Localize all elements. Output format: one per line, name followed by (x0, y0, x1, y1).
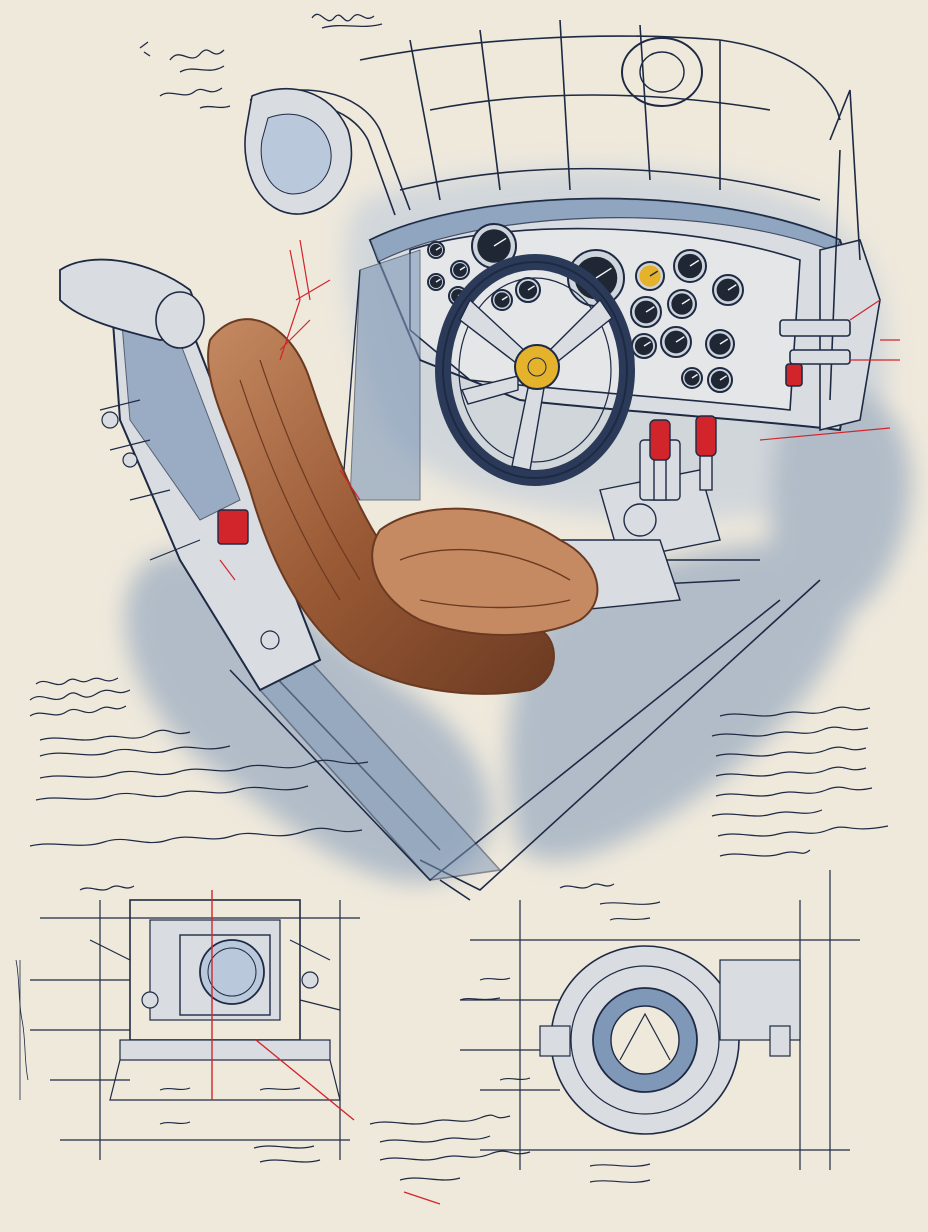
gauge-icon (660, 326, 692, 358)
gauge-cluster (427, 223, 744, 393)
left-technical-drawing (19, 885, 360, 1160)
gauge-icon (631, 333, 657, 359)
right-notes (711, 706, 889, 857)
gauge-icon (515, 277, 541, 303)
steering-wheel-icon (435, 254, 635, 486)
left-notes (29, 677, 369, 847)
gauge-icon (681, 367, 703, 389)
seat-icon (59, 239, 599, 695)
gauge-icon (673, 249, 707, 283)
red-levers (649, 415, 717, 501)
red-switch (217, 509, 249, 545)
gauge-icon (427, 273, 445, 291)
right-levers (759, 89, 900, 441)
mirror (244, 88, 353, 215)
gauge-icon (707, 367, 733, 393)
gauge-icon (712, 274, 744, 306)
gauge-icon (667, 289, 697, 319)
red-annotation-lines (279, 249, 900, 361)
gauge-icon (630, 296, 662, 328)
gauge-icon (450, 260, 470, 280)
gauge-icon (427, 241, 445, 259)
gauge-icon (635, 261, 665, 291)
gauge-icon (471, 223, 517, 269)
windscreen-frame (249, 19, 841, 216)
gauge-icon (491, 289, 513, 311)
gauge-icon (705, 329, 735, 359)
right-technical-drawing (459, 870, 860, 1183)
bottom-notes (15, 959, 531, 1205)
top-notes (139, 13, 383, 109)
